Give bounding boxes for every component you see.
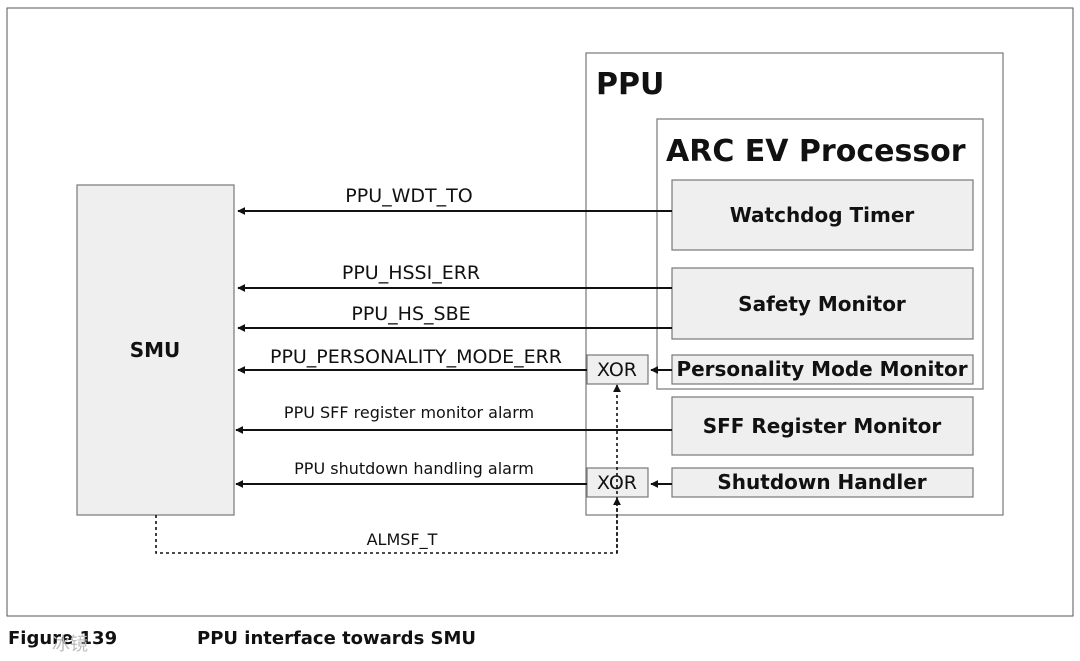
signal-label-ppu-shutdown-handling-alarm: PPU shutdown handling alarm: [294, 459, 534, 478]
xor-gate-top-label: XOR: [597, 359, 637, 381]
signal-label-almsf-t: ALMSF_T: [367, 530, 438, 550]
personality-mode-monitor-block: [671, 354, 974, 385]
signal-label-ppu-personality-mode-err: PPU_PERSONALITY_MODE_ERR: [270, 346, 562, 368]
ppu-label: PPU: [596, 67, 664, 102]
signal-label-ppu-hs-sbe: PPU_HS_SBE: [351, 303, 470, 325]
figure-number: Figure 139: [8, 628, 118, 649]
figure-title: PPU interface towards SMU: [197, 628, 477, 649]
xor-gate-bottom-label: XOR: [597, 472, 637, 494]
sff-register-monitor-label: SFF Register Monitor: [703, 414, 942, 438]
smu-label: SMU: [130, 338, 181, 362]
watchdog-timer-label: Watchdog Timer: [730, 203, 915, 227]
watermark: 冰镜: [52, 634, 88, 655]
safety-monitor-block: [671, 267, 974, 340]
sff-register-monitor-block: [671, 396, 974, 456]
signal-label-ppu-sff-register-monitor-alarm: PPU SFF register monitor alarm: [284, 403, 534, 422]
shutdown-handler-label: Shutdown Handler: [717, 470, 926, 494]
smu-block: [76, 184, 235, 516]
watchdog-timer-block: [671, 179, 974, 251]
signal-label-ppu-wdt-to: PPU_WDT_TO: [345, 185, 472, 207]
safety-monitor-label: Safety Monitor: [738, 292, 906, 316]
almsf-t-dashed-path: [155, 384, 621, 554]
personality-mode-monitor-label: Personality Mode Monitor: [676, 357, 967, 381]
shutdown-handler-block: [671, 467, 974, 498]
arc-ev-processor-label: ARC EV Processor: [666, 134, 966, 169]
arc-ev-processor-block: [656, 118, 984, 390]
signal-label-ppu-hssi-err: PPU_HSSI_ERR: [342, 262, 480, 284]
